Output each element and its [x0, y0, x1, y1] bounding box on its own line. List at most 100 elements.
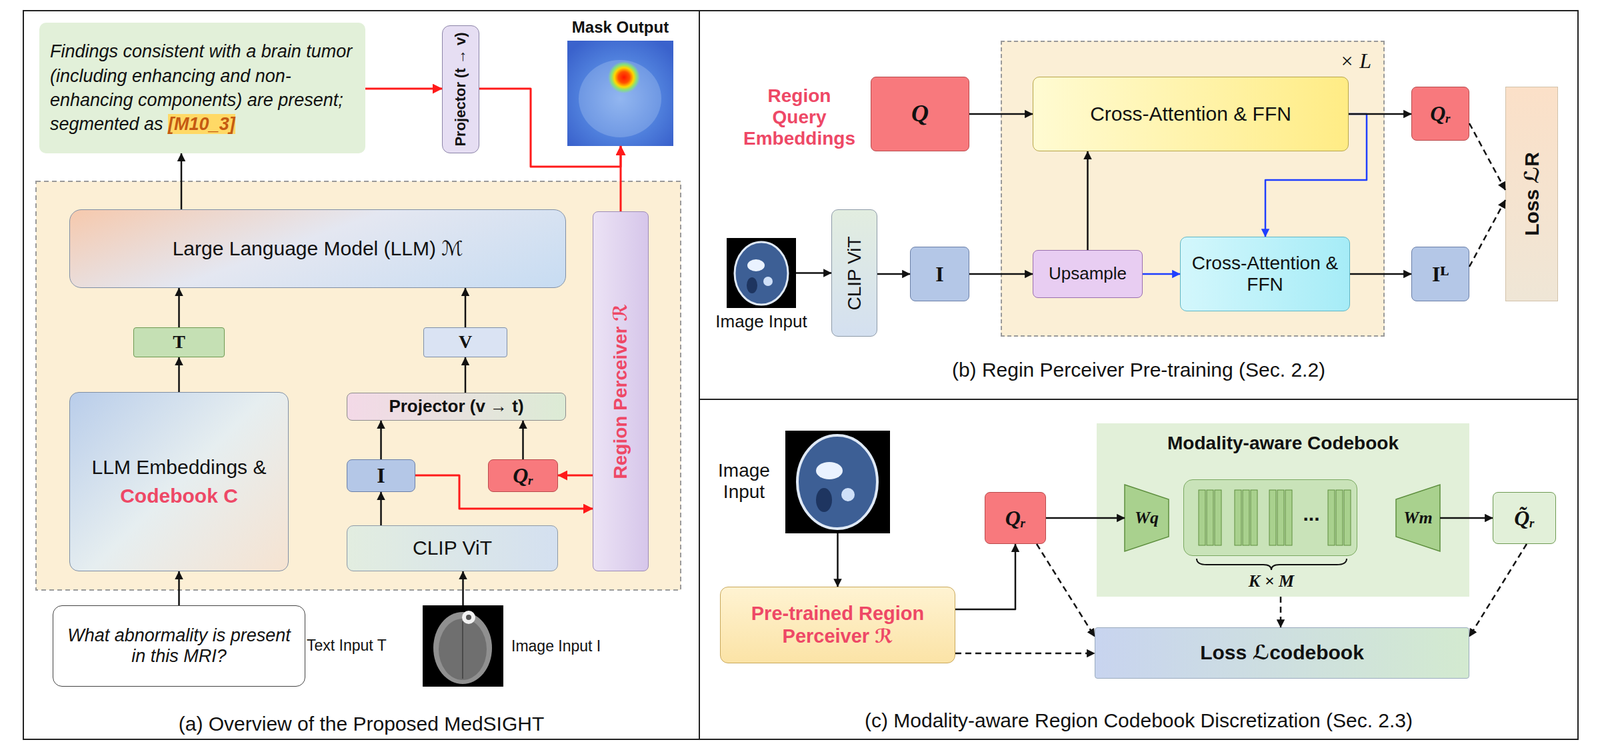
connector-arrow	[1142, 273, 1180, 276]
codebook-panel: Modality-aware CodebookWq...Wm	[1096, 423, 1470, 597]
node-text: What abnormality is present in this MRI?	[61, 625, 297, 667]
codebook-box: ...	[1183, 479, 1358, 556]
connector-arrow	[522, 420, 524, 460]
connector-arrow	[180, 153, 183, 210]
connector-arrow	[365, 88, 442, 90]
dashed-region	[36, 181, 681, 590]
connector-arrow	[955, 652, 1095, 655]
connector-arrow	[380, 420, 382, 460]
connector-arrow	[464, 357, 467, 393]
codebook-entry	[1336, 490, 1343, 546]
region-perceiver-box: Region Perceiver ℛ	[592, 211, 649, 572]
repeat-block: × LCross-Attention & FFNUpsampleCross-At…	[1000, 40, 1385, 337]
ct-organ	[747, 259, 765, 272]
panel-caption: (a) Overview of the Proposed MedSIGHT	[24, 712, 699, 736]
node-text: Codebook C	[120, 484, 238, 508]
feature-box: Iᴸ	[1411, 246, 1470, 302]
feature-box: I	[910, 246, 970, 302]
node-text: Mask Output	[487, 18, 754, 37]
mri-image: Image Input I	[422, 605, 504, 687]
loss-box: Loss ℒR	[1505, 86, 1558, 302]
codebook-entries	[1198, 490, 1351, 546]
node-text: I	[935, 262, 944, 287]
codebook-entry	[1214, 490, 1222, 546]
node-text: Loss ℒcodebook	[1200, 641, 1364, 665]
label-holder: K × M	[1236, 571, 1306, 592]
query-box: Q	[870, 76, 970, 152]
query-box: Q̃ᵣ	[1492, 492, 1556, 544]
output-text-box: Findings consistent with a brain tumor (…	[39, 22, 366, 154]
connector-arrow	[464, 288, 467, 328]
connector-arrow	[1469, 200, 1506, 267]
node-text: Qᵣ	[1430, 101, 1450, 126]
node-text: Large Language Model (LLM) ℳ	[172, 237, 464, 261]
attention-box: Cross-Attention & FFN	[1032, 76, 1349, 152]
connector-arrow	[479, 88, 621, 167]
label-holder: Text Input T	[306, 636, 420, 654]
connector-arrow	[877, 273, 910, 276]
connector-arrow	[969, 113, 1033, 116]
text-holder: Image Input I	[511, 605, 601, 687]
connector-arrow	[558, 474, 593, 477]
connector-arrow	[380, 492, 382, 526]
connector-arrow	[620, 146, 622, 212]
connector-arrow	[955, 544, 1016, 610]
token-box: T	[133, 327, 225, 358]
node-text: T	[172, 331, 186, 353]
annotation-label: Text Input T	[306, 636, 420, 654]
node-text: Modality-aware Codebook	[1096, 432, 1470, 454]
text-holder: Image Input	[646, 308, 876, 332]
brain-fissure	[462, 621, 464, 679]
codebook-entry	[1328, 490, 1335, 546]
connector-arrow	[1469, 544, 1527, 637]
ct-organ	[841, 488, 855, 502]
text-holder: Mask Output	[487, 18, 754, 41]
projector-box: Projector (t → v)	[442, 25, 480, 154]
text-holder: × L	[1340, 48, 1372, 74]
node-text: CLIP ViT	[412, 536, 492, 560]
codebook-entry	[1344, 490, 1351, 546]
codebook-entry	[1206, 490, 1214, 546]
annotation-label: Region Query Embeddings	[739, 85, 860, 150]
ct-organ	[746, 277, 758, 294]
token-box: V	[423, 327, 508, 358]
node-text: I	[376, 463, 385, 488]
tumor-spot	[466, 614, 472, 620]
panel-caption: (b) Regin Perceiver Pre-training (Sec. 2…	[700, 358, 1578, 382]
encoder-box: CLIP ViT	[346, 525, 558, 572]
codebook-entry	[1234, 490, 1242, 546]
text-holder: Image Input	[710, 460, 778, 503]
ct-image: Image Input	[726, 238, 796, 308]
encoder-box: CLIP ViT	[831, 209, 878, 337]
node-text: Image Input I	[511, 637, 601, 655]
projection-trapezoid: Wq	[1124, 484, 1169, 552]
node-text: Q̃ᵣ	[1514, 506, 1534, 531]
label-holder: Region Query Embeddings	[739, 85, 860, 150]
node-text: Loss ℒR	[1520, 92, 1544, 296]
connector-arrow	[1348, 113, 1412, 116]
curly-brace	[1196, 558, 1347, 570]
node-text: Findings consistent with a brain tumor (…	[50, 39, 355, 137]
llm-box: Large Language Model (LLM) ℳ	[69, 209, 566, 288]
node-text: Cross-Attention & FFN	[1186, 252, 1344, 296]
codebook-entry	[1242, 490, 1250, 546]
connector-arrow	[1265, 114, 1367, 237]
node-text: Cross-Attention & FFN	[1090, 102, 1292, 126]
heatmap-image	[567, 40, 674, 146]
connector-arrow	[1046, 517, 1125, 520]
connector-arrow	[178, 288, 180, 328]
text-holder: ...	[1296, 502, 1327, 526]
node-text: Projector (t → v)	[452, 30, 469, 148]
query-box: Qᵣ	[488, 459, 558, 492]
trapezoid-shape	[1396, 484, 1440, 552]
node-text: CLIP ViT	[843, 214, 865, 332]
text-holder: (c) Modality-aware Region Codebook Discr…	[700, 709, 1578, 733]
codebook-entry	[1285, 490, 1292, 546]
attention-box: Cross-Attention & FFN	[1180, 236, 1350, 312]
ct-organ	[816, 462, 843, 480]
node-text: Qᵣ	[512, 463, 533, 488]
connector-arrow	[1036, 544, 1095, 637]
connector-arrow	[462, 571, 464, 606]
connector-arrow	[1086, 151, 1089, 250]
ct-scan	[726, 238, 796, 308]
